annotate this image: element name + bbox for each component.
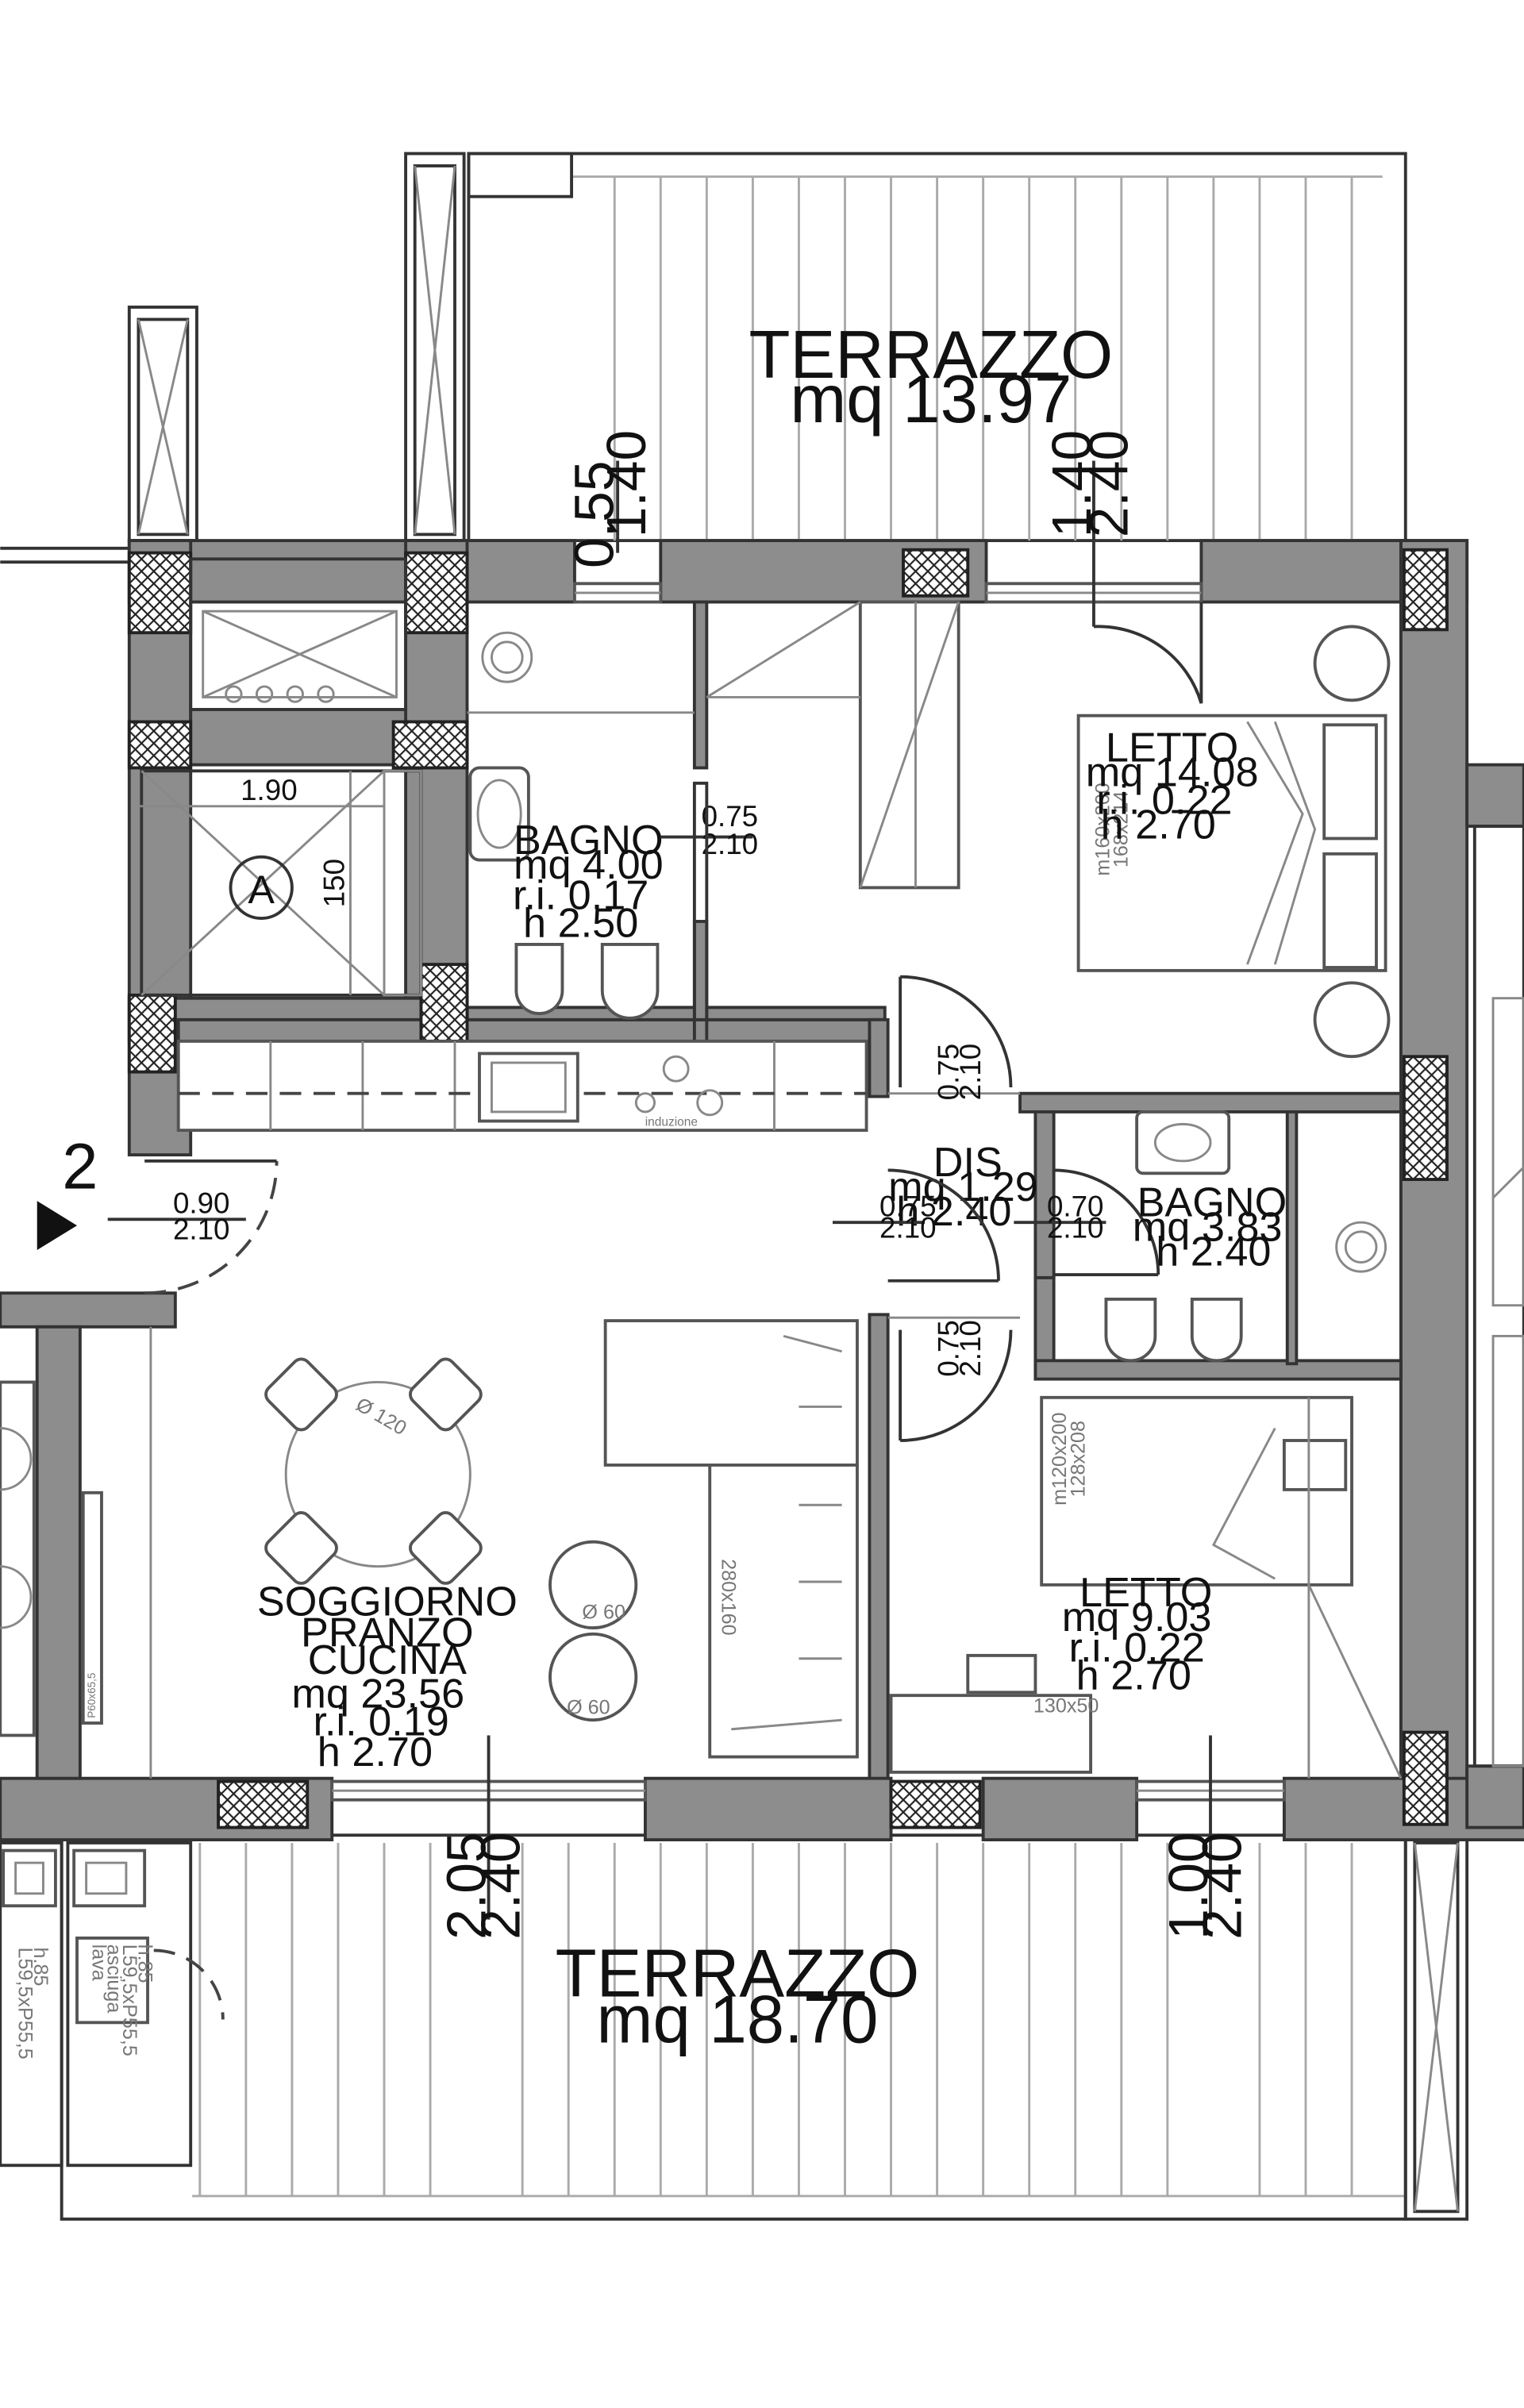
bed1-size-b: 168x214 <box>1110 791 1133 867</box>
neighbour-west <box>0 1380 36 1737</box>
laundry-b-line2: h.85 <box>29 1948 52 1987</box>
laundry-a-line1: lava <box>87 1944 110 1981</box>
laundry-b-line1: L59,5xP55,5 <box>13 1948 36 2060</box>
section-marker-label: 2 <box>62 1131 98 1203</box>
north-win1-width: 0.55 <box>563 460 625 568</box>
north-terrace: TERRAZZO mq 13.97 <box>467 152 1407 543</box>
north-win2-width: 1.40 <box>1041 430 1103 538</box>
wardrobe-size: P60x65,5 <box>86 1673 98 1718</box>
dis-south-door-width: 0.75 <box>933 1320 965 1377</box>
south-terrace-area: mq 18.70 <box>597 1982 879 2057</box>
soggiorno-height: h 2.70 <box>318 1729 433 1775</box>
pouf1-diameter: Ø 60 <box>582 1601 625 1623</box>
letto1-area: mq 14.08 <box>1086 750 1259 796</box>
letto2-name: LETTO <box>1080 1570 1212 1616</box>
disimpegno: DIS mq 1.29 h 2.40 0.75 2.10 0.75 2.10 0… <box>833 975 1160 1442</box>
wardrobe-hall <box>706 600 960 890</box>
shaft-height: 150 <box>318 859 351 907</box>
north-win2-height: 2.40 <box>1078 430 1140 538</box>
letto1-ri: r.i. 0.22 <box>1096 778 1232 824</box>
dis-name: DIS <box>933 1140 1003 1186</box>
kitchen: induzione <box>176 1039 868 1133</box>
dis-east-door-height: 2.10 <box>1047 1212 1104 1244</box>
soggiorno-ri: r.i. 0.19 <box>313 1698 448 1744</box>
bagno1: BAGNO mq 4.00 r.i. 0.17 h 2.50 0.75 2.10 <box>467 631 759 1046</box>
dis-north-door-height: 2.10 <box>954 1044 987 1101</box>
north-terrace-decking <box>572 175 1383 541</box>
shaft-label: A <box>248 867 275 912</box>
entry: 0.90 2.10 2 <box>37 1131 279 1295</box>
letto2-area: mq 9.03 <box>1062 1594 1212 1641</box>
letto2-height: h 2.70 <box>1076 1652 1191 1698</box>
living-room: Ø 120 280x160 Ø 60 Ø 60 P60x65,5 SOGGIOR… <box>81 1319 859 1779</box>
entry-door-height: 2.10 <box>173 1214 230 1246</box>
letto1: m160x200 168x214 LETTO mq 14.08 r.i. 0.2… <box>1076 602 1391 1059</box>
laundry-a-line4: h.85 <box>133 1944 156 1983</box>
dis-height: h 2.40 <box>896 1189 1011 1235</box>
section-arrow-icon <box>37 1201 78 1251</box>
letto1-name: LETTO <box>1106 725 1238 771</box>
dis-west-door-width: 0.75 <box>879 1190 937 1222</box>
bed2-size-b: 128x208 <box>1067 1421 1089 1497</box>
laundry-area: lava asciuga L59,5xP55,5 h.85 L59,5xP55,… <box>0 1841 225 2168</box>
table-diameter: Ø 120 <box>352 1394 410 1440</box>
letto2: m120x200 128x208 130x50 LETTO mq 9.03 r.… <box>889 1395 1403 1779</box>
bagno2: BAGNO mq 3.83 h 2.40 <box>1104 1110 1387 1363</box>
entry-door-width: 0.90 <box>173 1187 230 1220</box>
south-terrace-name: TERRAZZO <box>556 1936 920 2011</box>
north-win1-height: 1.40 <box>595 430 657 538</box>
south-win1-width: 2.05 <box>436 1832 498 1940</box>
laundry-a-line2: asciuga <box>103 1944 125 2014</box>
bagno1-door-height: 2.10 <box>702 828 759 860</box>
neighbour-east <box>1472 825 1524 1768</box>
desk-size: 130x50 <box>1033 1694 1099 1717</box>
dis-south-door-height: 2.10 <box>954 1320 987 1377</box>
sofa-size: 280x160 <box>718 1559 740 1635</box>
south-win1-height: 2.40 <box>469 1832 531 1940</box>
bagno1-ri: r.i. 0.17 <box>513 872 648 918</box>
chairs <box>264 1357 483 1585</box>
south-terrace: TERRAZZO mq 18.70 <box>60 1833 1469 2221</box>
letto1-height: h 2.70 <box>1101 802 1216 848</box>
south-terrace-decking <box>192 1842 1406 2198</box>
bed2-size-a: m120x200 <box>1049 1412 1071 1505</box>
stair-shaft: 1.90 150 A <box>138 557 423 997</box>
hob-label: induzione <box>645 1115 698 1129</box>
structural-pillars <box>127 548 1449 1829</box>
south-win2-width: 1.00 <box>1157 1832 1219 1940</box>
opening-dimensions: 0.55 1.40 1.40 2.40 2.05 2.40 1.00 2.40 <box>436 430 1253 1940</box>
soggiorno-line1: SOGGIORNO <box>257 1579 518 1625</box>
south-win2-height: 2.40 <box>1191 1832 1253 1940</box>
shaft-width: 1.90 <box>241 774 298 806</box>
laundry-a-line3: L59,5xP55,5 <box>118 1944 140 2056</box>
soggiorno-line2: PRANZO <box>301 1610 474 1656</box>
bagno2-area: mq 3.83 <box>1133 1204 1283 1250</box>
bagno2-height: h 2.40 <box>1156 1229 1271 1275</box>
bagno2-name: BAGNO <box>1137 1179 1287 1225</box>
bed1-size-a: m160x200 <box>1091 783 1114 875</box>
bagno1-door-width: 0.75 <box>702 800 759 833</box>
bagno1-area: mq 4.00 <box>514 842 664 888</box>
bagno1-height: h 2.50 <box>523 900 638 946</box>
pouf2-diameter: Ø 60 <box>567 1696 610 1718</box>
letto2-ri: r.i. 0.22 <box>1068 1625 1204 1671</box>
north-terrace-area: mq 13.97 <box>790 362 1072 437</box>
north-parapets <box>0 152 466 564</box>
dis-north-door-width: 0.75 <box>933 1044 965 1101</box>
north-terrace-name: TERRAZZO <box>749 317 1113 393</box>
soggiorno-area: mq 23.56 <box>291 1671 464 1718</box>
dis-west-door-height: 2.10 <box>879 1212 937 1244</box>
soggiorno-line3: CUCINA <box>308 1637 467 1683</box>
bagno1-name: BAGNO <box>514 817 664 864</box>
dis-east-door-width: 0.70 <box>1047 1190 1104 1222</box>
